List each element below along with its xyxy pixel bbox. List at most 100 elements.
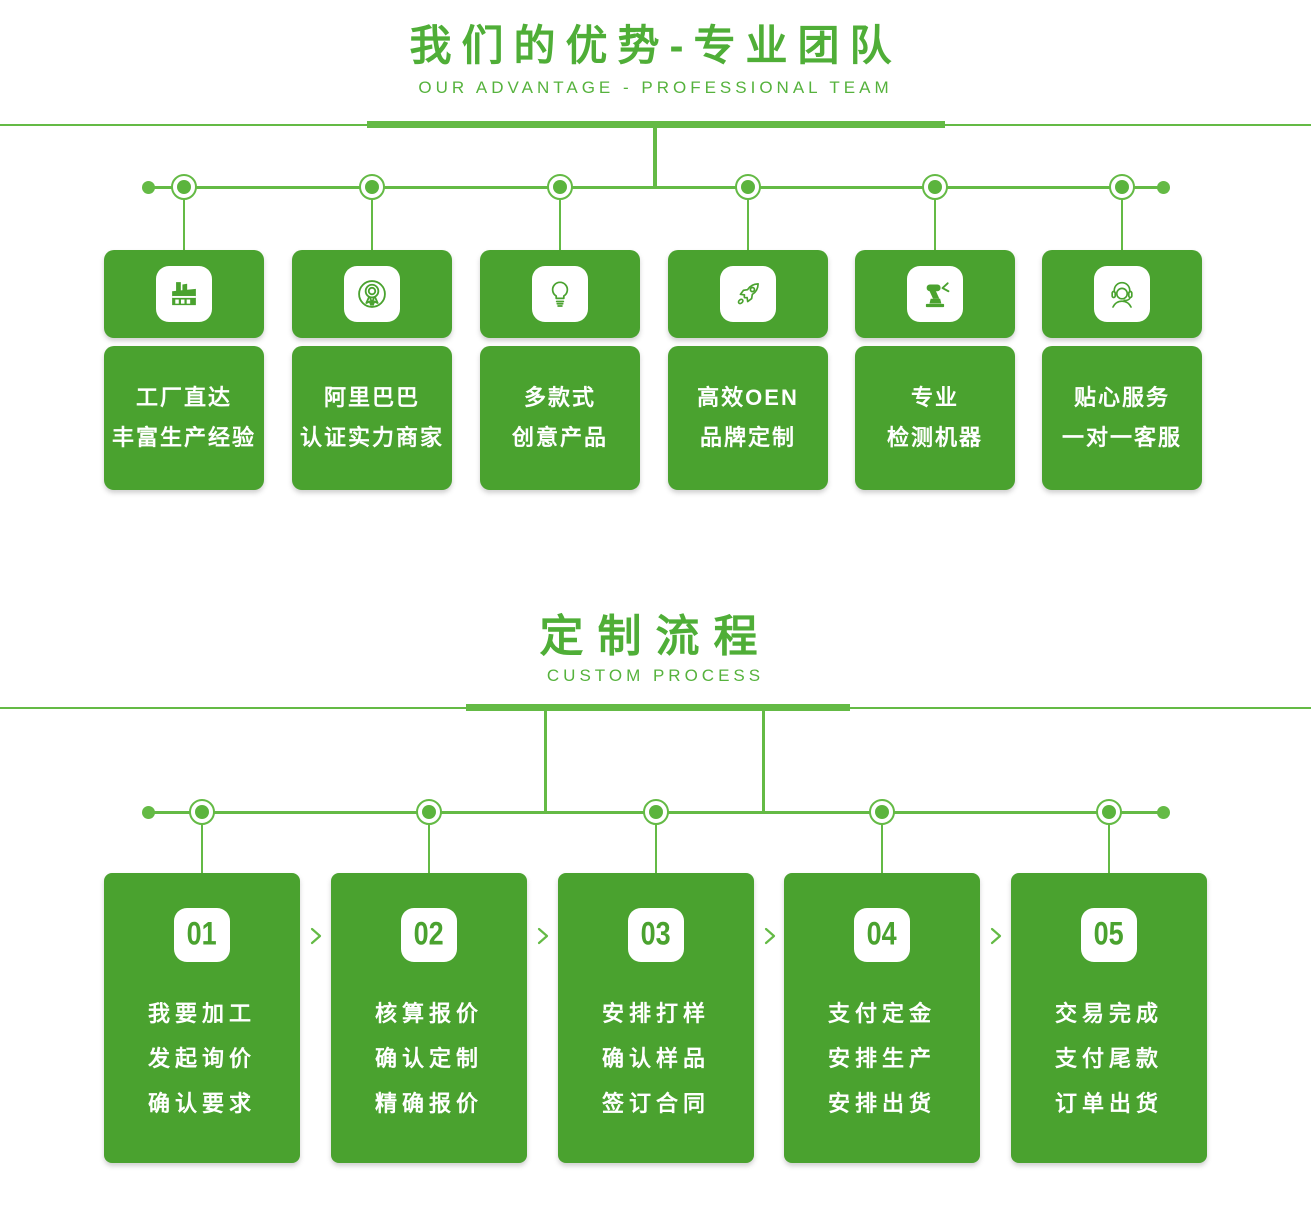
branch-end-dot [142,181,155,194]
connector-node [171,174,197,200]
connector-node [1096,799,1122,825]
step-line: 安排打样 [601,1001,710,1026]
branch-end-dot [1157,806,1170,819]
advantage-card: 工厂直达 丰富生产经验 [104,250,264,490]
step-number-badge: 01 [174,908,230,962]
advantage-line2: 品牌定制 [699,425,796,450]
connector-dropline [655,823,657,873]
advantage-card: 专业 检测机器 [855,250,1015,490]
connector-node [359,174,385,200]
advantage-line2: 创意产品 [511,425,608,450]
advantage-line1: 专业 [910,385,959,410]
connector-dropline [371,198,373,250]
step-number: 02 [413,916,445,953]
step-line: 签订合同 [601,1091,710,1116]
branch-end-dot [1157,181,1170,194]
step-text: 支付定金 安排生产 安排出货 [784,991,980,1126]
connector-dropline [881,823,883,873]
process-subtitle: CUSTOM PROCESS [546,666,765,685]
advantage-card: 阿里巴巴 认证实力商家 [292,250,452,490]
advantage-icon-box [292,250,452,338]
process-step-card: 02 核算报价 确认定制 精确报价 [331,873,527,1163]
step-number: 03 [640,916,672,953]
step-line: 交易完成 [1054,1001,1163,1026]
advantage-divider-bar [367,121,945,128]
step-number-badge: 05 [1081,908,1137,962]
lightbulb-icon [532,266,588,322]
process-step-card: 04 支付定金 安排生产 安排出货 [784,873,980,1163]
step-line: 订单出货 [1054,1091,1163,1116]
advantage-line1: 阿里巴巴 [323,385,420,410]
process-connector-stem [762,711,765,811]
connector-node [547,174,573,200]
step-number-badge: 03 [628,908,684,962]
next-step-chevron-icon [764,927,776,945]
step-number: 04 [866,916,898,953]
advantage-card-text: 高效OEN 品牌定制 [668,346,828,490]
process-divider-bar [466,704,850,711]
connector-dropline [747,198,749,250]
step-text: 我要加工 发起询价 确认要求 [104,991,300,1126]
advantage-card-text: 阿里巴巴 认证实力商家 [292,346,452,490]
advantage-title: 我们的优势-专业团队 [409,22,902,69]
advantage-line1: 高效OEN [697,385,799,410]
advantage-subtitle: OUR ADVANTAGE - PROFESSIONAL TEAM [418,78,893,97]
advantage-branch-line [148,186,1163,189]
connector-node [869,799,895,825]
connector-node [643,799,669,825]
robot-arm-icon [907,266,963,322]
advantage-icon-box [855,250,1015,338]
next-step-chevron-icon [990,927,1002,945]
advantage-icon-box [480,250,640,338]
process-title: 定制流程 [539,612,772,661]
step-line: 我要加工 [147,1001,256,1026]
step-line: 核算报价 [374,1001,483,1026]
advantage-line1: 工厂直达 [135,385,232,410]
advantage-icon-box [668,250,828,338]
factory-icon [156,266,212,322]
connector-dropline [1121,198,1123,250]
process-step-card: 03 安排打样 确认样品 签订合同 [558,873,754,1163]
step-line: 安排出货 [827,1091,936,1116]
process-connector-stem [544,711,547,811]
advantage-line1: 多款式 [523,385,596,410]
step-text: 核算报价 确认定制 精确报价 [331,991,527,1126]
connector-dropline [934,198,936,250]
connector-dropline [559,198,561,250]
advantage-line2: 认证实力商家 [299,425,444,450]
connector-dropline [201,823,203,873]
customer-service-icon [1094,266,1150,322]
step-number-badge: 02 [401,908,457,962]
step-line: 确认样品 [601,1046,710,1071]
advantage-icon-box [104,250,264,338]
medal-icon [344,266,400,322]
connector-node [189,799,215,825]
advantage-card: 多款式 创意产品 [480,250,640,490]
advantage-icon-box [1042,250,1202,338]
connector-node [922,174,948,200]
advantage-connector-stem [653,128,657,187]
process-step-card: 05 交易完成 支付尾款 订单出货 [1011,873,1207,1163]
advantage-line1: 贴心服务 [1073,385,1170,410]
rocket-icon [720,266,776,322]
step-number-badge: 04 [854,908,910,962]
step-line: 精确报价 [374,1091,483,1116]
branch-end-dot [142,806,155,819]
connector-node [1109,174,1135,200]
advantage-line2: 一对一客服 [1061,425,1182,450]
advantage-line2: 丰富生产经验 [111,425,256,450]
advantage-card-text: 专业 检测机器 [855,346,1015,490]
connector-node [416,799,442,825]
advantage-card-text: 贴心服务 一对一客服 [1042,346,1202,490]
step-line: 发起询价 [147,1046,256,1071]
step-line: 安排生产 [827,1046,936,1071]
connector-dropline [428,823,430,873]
next-step-chevron-icon [537,927,549,945]
connector-node [735,174,761,200]
step-text: 安排打样 确认样品 签订合同 [558,991,754,1126]
advantage-card-text: 多款式 创意产品 [480,346,640,490]
step-line: 确认定制 [374,1046,483,1071]
step-line: 支付定金 [827,1001,936,1026]
advantage-card: 贴心服务 一对一客服 [1042,250,1202,490]
